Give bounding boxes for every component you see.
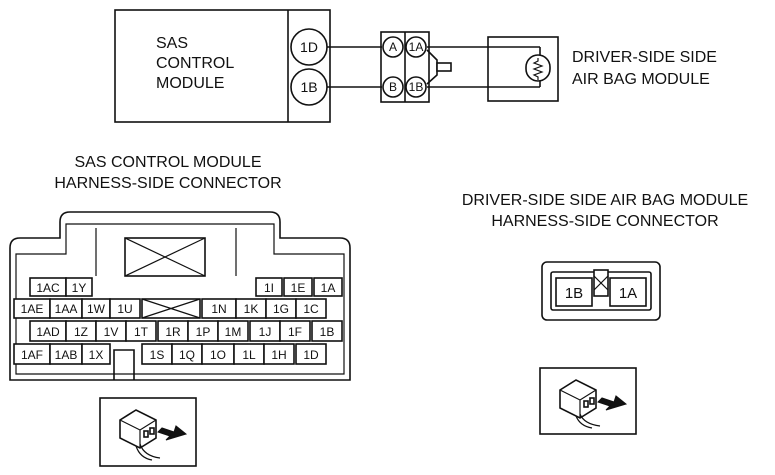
pin-1i: 1I xyxy=(264,281,274,295)
pin-1n: 1N xyxy=(211,302,226,316)
pin-1g: 1G xyxy=(273,302,289,316)
connector-view-icon xyxy=(99,397,197,467)
pin-1a-sas: 1A xyxy=(321,281,336,295)
terminal-1d-label: 1D xyxy=(300,39,318,55)
sas-module-label-1: SAS xyxy=(156,35,188,52)
pin-1k: 1K xyxy=(244,302,259,316)
pin-1c: 1C xyxy=(303,302,319,316)
pin-1v: 1V xyxy=(104,325,119,339)
airbag-harness-connector: 1B 1A xyxy=(541,261,661,321)
sas-module-label-2: CONTROL xyxy=(156,55,234,72)
pin-1ac: 1AC xyxy=(36,281,60,295)
pin-1ab: 1AB xyxy=(55,348,78,362)
pin-1f: 1F xyxy=(288,325,302,339)
pin-1y: 1Y xyxy=(72,281,87,295)
pin-1u: 1U xyxy=(117,302,132,316)
airbag-connector-title-2: HARNESS-SIDE CONNECTOR xyxy=(491,213,718,230)
sas-module-label-3: MODULE xyxy=(156,75,224,92)
pin-1m: 1M xyxy=(225,325,242,339)
pin-a-label: A xyxy=(389,40,397,54)
pin-1x: 1X xyxy=(89,348,104,362)
pin-1o: 1O xyxy=(210,348,226,362)
pin-1b-sas: 1B xyxy=(320,325,335,339)
airbag-pin-1a: 1A xyxy=(619,285,637,302)
sas-connector-title-2: HARNESS-SIDE CONNECTOR xyxy=(54,175,281,192)
connector-view-icon xyxy=(539,367,637,435)
wires xyxy=(327,46,541,88)
pin-1a-label: 1A xyxy=(409,40,424,54)
sas-control-module-block: SAS CONTROL MODULE 1D 1B xyxy=(114,9,331,123)
airbag-module-label-1: DRIVER-SIDE SIDE xyxy=(572,49,717,66)
pin-1e: 1E xyxy=(291,281,306,295)
pin-1r: 1R xyxy=(165,325,181,339)
pin-1l: 1L xyxy=(242,348,256,362)
pin-1t: 1T xyxy=(134,325,149,339)
airbag-module-block: DRIVER-SIDE SIDE AIR BAG MODULE xyxy=(487,36,717,102)
pin-1ad: 1AD xyxy=(36,325,60,339)
pin-1d-sas: 1D xyxy=(303,348,319,362)
pin-1q: 1Q xyxy=(179,348,195,362)
pin-1aa: 1AA xyxy=(55,302,78,316)
pin-1w: 1W xyxy=(87,302,106,316)
pin-b-label: B xyxy=(389,80,397,94)
pin-1s: 1S xyxy=(150,348,165,362)
pin-1b-label: 1B xyxy=(409,80,424,94)
pin-1af: 1AF xyxy=(21,348,43,362)
sas-connector-title-1: SAS CONTROL MODULE xyxy=(75,154,262,171)
sas-harness-connector: 1AC 1Y 1I 1E 1A 1AE 1AA 1W 1U 1N 1K 1G 1… xyxy=(9,211,351,381)
airbag-module-label-2: AIR BAG MODULE xyxy=(572,71,710,88)
pin-1p: 1P xyxy=(196,325,211,339)
pin-1h: 1H xyxy=(271,348,286,362)
airbag-connector-title-1: DRIVER-SIDE SIDE AIR BAG MODULE xyxy=(462,192,748,209)
pin-1ae: 1AE xyxy=(21,302,44,316)
airbag-pin-1b: 1B xyxy=(565,285,583,302)
intermediate-connector: A B 1A 1B xyxy=(380,31,452,103)
pin-1j: 1J xyxy=(259,325,272,339)
pin-1z: 1Z xyxy=(74,325,88,339)
terminal-1b-label: 1B xyxy=(300,79,317,95)
